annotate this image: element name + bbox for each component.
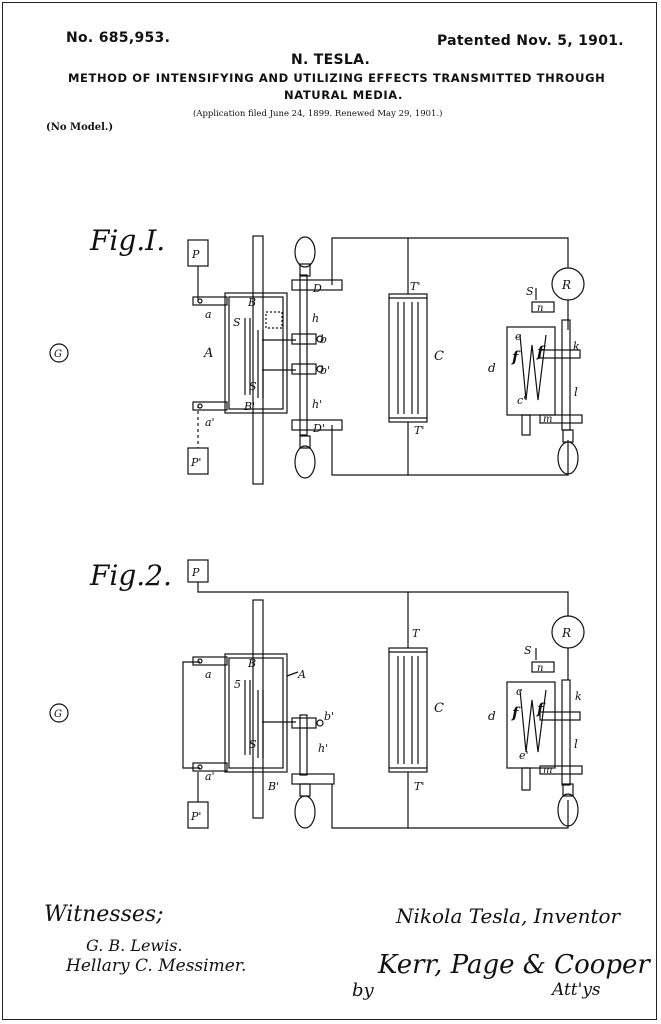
fig1-title: Fig.I. xyxy=(89,224,165,257)
fig1-label-ep: c' xyxy=(517,394,526,407)
fig2-label-ep: e' xyxy=(519,749,529,762)
witnesses-label: Witnesses; xyxy=(44,902,164,927)
fig2-label-T: T xyxy=(412,627,421,640)
fig2-label-ap: a' xyxy=(205,770,215,783)
witness-signature-2: Hellary C. Messimer. xyxy=(66,956,247,976)
fig1-label-n: n xyxy=(537,303,543,314)
fig1-label-f1: f xyxy=(511,348,521,366)
inventor-signature: Nikola Tesla, Inventor xyxy=(396,904,621,928)
fig2-label-m: m xyxy=(543,765,552,776)
attorneys-label: Att'ys xyxy=(552,980,601,1000)
fig2-label-Bp: B' xyxy=(267,780,279,793)
fig1-label-d: d xyxy=(488,361,496,375)
fig2-label-hp: h' xyxy=(318,742,328,755)
fig1-label-C: C xyxy=(434,349,444,364)
fig1-label-h: h xyxy=(312,312,319,325)
fig2-label-G: G xyxy=(54,709,62,720)
application-note: (Application filed June 24, 1899. Renewe… xyxy=(193,109,443,119)
patent-title-line2: NATURAL MEDIA. xyxy=(284,88,403,102)
fig1-label-ap: a' xyxy=(205,416,215,429)
fig1-label-m: m xyxy=(543,414,552,425)
figure-2: Fig.2. P P' a a' B B' 5 S' A G b' xyxy=(49,559,585,829)
fig2-label-s: 5 xyxy=(234,678,241,691)
fig1-label-A: A xyxy=(203,346,213,361)
figure-1: Fig.I. P P' a a' B B' S S' A G xyxy=(49,224,585,485)
fig1-label-S: S xyxy=(526,285,534,298)
inventor-name: N. TESLA. xyxy=(291,52,371,68)
fig2-label-sp: S' xyxy=(249,738,260,751)
fig2-label-R: R xyxy=(561,626,571,640)
fig2-condenser-C xyxy=(388,647,428,773)
fig2-label-f2: f xyxy=(536,700,546,718)
fig2-vessel-A xyxy=(224,653,288,773)
fig2-label-P: P xyxy=(191,566,200,579)
fig1-label-l: l xyxy=(574,385,578,399)
fig2-label-l: l xyxy=(574,737,578,751)
fig1-ground-G xyxy=(49,343,69,363)
fig2-label-bp: b' xyxy=(324,710,334,723)
fig1-label-sp: S' xyxy=(249,380,260,393)
fig1-condenser-C xyxy=(388,293,428,423)
fig2-label-f1: f xyxy=(511,704,521,722)
fig2-label-k: k xyxy=(575,690,582,703)
fig2-label-n: n xyxy=(537,663,543,674)
fig1-label-B: B xyxy=(247,296,256,309)
fig1-label-f2: f xyxy=(536,343,546,361)
fig2-label-B: B xyxy=(247,657,256,670)
fig1-label-hp: h' xyxy=(312,398,322,411)
fig2-label-C: C xyxy=(434,701,444,716)
fig1-label-G: G xyxy=(54,349,62,360)
fig2-coil-box xyxy=(506,681,556,769)
fig2-label-A: A xyxy=(297,668,306,681)
fig1-label-P: P xyxy=(191,248,200,261)
fig2-ground-G xyxy=(49,703,69,723)
fig1-label-k: k xyxy=(573,340,580,353)
patent-number: No. 685,953. xyxy=(66,30,171,46)
fig1-label-Tp: T' xyxy=(414,424,424,437)
fig1-label-Pp: P' xyxy=(190,456,201,469)
fig2-label-Tp: T' xyxy=(414,780,424,793)
fig1-label-b: b xyxy=(320,333,327,346)
fig1-label-Bp: B' xyxy=(243,400,255,413)
fig1-label-T: T' xyxy=(410,280,420,293)
patent-title-line1: METHOD OF INTENSIFYING AND UTILIZING EFF… xyxy=(68,71,606,85)
fig2-label-a: a xyxy=(205,668,212,681)
model-note: (No Model.) xyxy=(46,122,114,133)
fig1-label-e: e xyxy=(515,330,522,343)
fig1-coil-box xyxy=(506,326,556,416)
attorneys-signature: Kerr, Page & Cooper xyxy=(378,950,650,980)
fig1-vessel-A xyxy=(224,292,288,414)
fig2-title: Fig.2. xyxy=(89,559,172,592)
fig2-label-S: S xyxy=(524,644,532,657)
fig2-label-d: d xyxy=(488,709,496,723)
patent-date: Patented Nov. 5, 1901. xyxy=(437,33,624,49)
fig1-label-Dp: D' xyxy=(312,422,325,435)
fig1-label-s: S xyxy=(233,316,241,329)
fig1-label-bp: b' xyxy=(320,364,330,377)
fig1-label-a: a xyxy=(205,308,212,321)
fig2-label-e: c xyxy=(516,685,522,698)
fig2-label-Pp: P' xyxy=(190,810,201,823)
fig1-label-R: R xyxy=(561,278,571,292)
witness-signature-1: G. B. Lewis. xyxy=(86,936,183,955)
fig1-label-D: D xyxy=(312,282,322,295)
by-label: by xyxy=(352,980,374,1001)
